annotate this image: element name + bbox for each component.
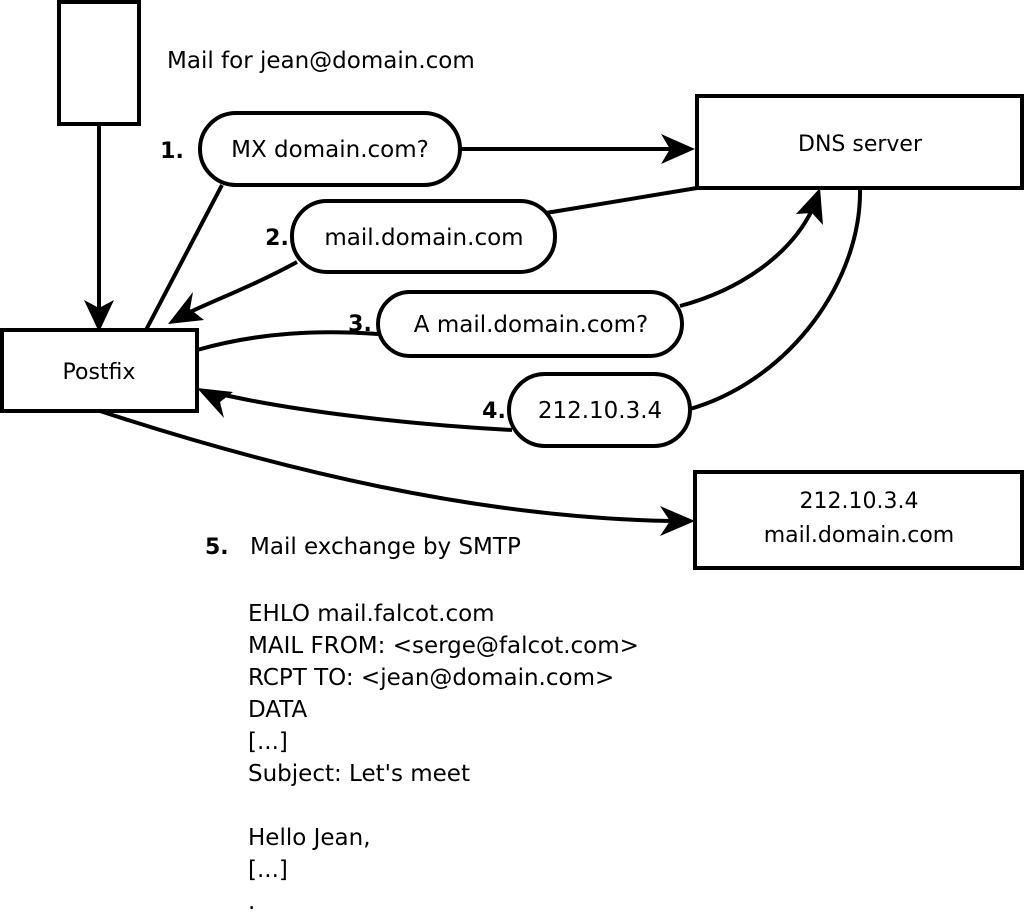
connector-postfix-to-step1 [144,184,224,331]
dns-server-node: DNS server [695,94,1024,190]
transcript-line: [...] [248,729,288,755]
connector-dns-to-step2 [545,186,698,215]
transcript-line: Hello Jean, [248,825,371,851]
step-2-label: mail.domain.com [324,225,523,251]
step-4-bubble: 4. 212.10.3.4 [482,372,692,448]
step-2-bubble: 2. mail.domain.com [265,199,557,274]
sender-node [57,0,141,126]
step-5-caption: 5. Mail exchange by SMTP [205,534,521,560]
connector-postfix-to-mailhost [99,409,695,536]
step-4-number: 4. [482,399,506,424]
step-1-label: MX domain.com? [231,137,429,163]
connector-dns-to-step4 [689,187,863,411]
step-3-label: A mail.domain.com? [414,312,648,338]
step-3-bubble: 3. A mail.domain.com? [348,290,684,358]
connector-step2-to-postfix [168,260,298,324]
transcript-line: . [248,889,255,915]
step-5-label: Mail exchange by SMTP [250,534,521,560]
mailhost-node: 212.10.3.4 mail.domain.com [693,470,1024,570]
transcript-line: DATA [248,697,308,723]
smtp-transcript: EHLO mail.falcot.com MAIL FROM: <serge@f… [248,601,639,915]
connector-sender-to-postfix [84,124,114,332]
connector-step1-to-dns [460,134,695,164]
transcript-line: RCPT TO: <jean@domain.com> [248,665,614,691]
transcript-line: Subject: Let's meet [248,761,470,787]
transcript-line: EHLO mail.falcot.com [248,601,495,627]
transcript-line: [...] [248,857,288,883]
step-4-label: 212.10.3.4 [538,398,662,424]
connector-postfix-to-step3 [196,330,379,352]
connector-step4-to-postfix [197,388,513,432]
mailhost-ip-label: 212.10.3.4 [800,489,919,514]
step-5-number: 5. [205,535,229,560]
transcript-line: MAIL FROM: <serge@falcot.com> [248,633,639,659]
mail-for-caption: Mail for jean@domain.com [167,48,475,74]
step-1-bubble: 1. MX domain.com? [160,111,462,187]
postfix-node: Postfix [0,328,199,413]
step-2-number: 2. [265,226,289,251]
mailhost-host-label: mail.domain.com [764,523,955,548]
postfix-label: Postfix [63,360,136,385]
dns-server-label: DNS server [798,132,923,157]
step-3-number: 3. [348,312,372,337]
step-1-number: 1. [160,139,184,164]
connector-step3-to-dns [679,188,823,308]
